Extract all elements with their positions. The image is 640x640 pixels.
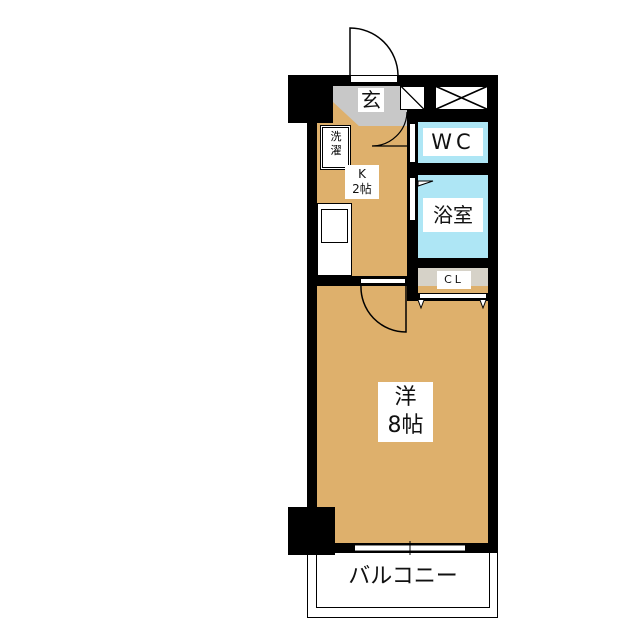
kitchen-label-line2: 2帖 bbox=[352, 182, 372, 196]
kitchen-label: K 2帖 bbox=[345, 165, 379, 199]
balcony-label: バルコニー bbox=[348, 564, 458, 589]
entrance-door-opening bbox=[350, 75, 398, 83]
western-room-label: 洋 8帖 bbox=[378, 382, 433, 442]
kitchen-sink bbox=[321, 209, 348, 243]
bath-label: 浴室 bbox=[423, 198, 483, 232]
wall-wc-bath bbox=[407, 163, 497, 175]
balcony-inner bbox=[316, 553, 490, 608]
laundry-label-line1: 洗 bbox=[330, 130, 342, 143]
western-room-label-line2: 8帖 bbox=[387, 413, 424, 438]
pipe-space bbox=[435, 86, 488, 110]
shoe-cabinet bbox=[400, 86, 425, 110]
wall-kitchen-room bbox=[307, 276, 407, 286]
wall-wet-top bbox=[407, 110, 497, 122]
pillar-bottom-left bbox=[288, 507, 335, 555]
wall-right bbox=[488, 75, 498, 553]
balcony bbox=[307, 553, 498, 618]
wc-label: WC bbox=[423, 128, 483, 156]
room-door-opening bbox=[360, 278, 406, 284]
genkan-label: 玄 bbox=[358, 88, 384, 112]
washer-space bbox=[320, 125, 351, 170]
laundry-label: 洗 濯 bbox=[326, 130, 346, 158]
bath-door bbox=[410, 178, 415, 220]
wall-bath-cl bbox=[407, 258, 497, 268]
wc-door bbox=[410, 124, 415, 162]
closet-door bbox=[420, 294, 486, 298]
kitchen-counter bbox=[317, 203, 352, 276]
laundry-label-line2: 濯 bbox=[330, 144, 342, 157]
western-room-label-line1: 洋 bbox=[394, 385, 417, 410]
kitchen-label-line1: K bbox=[358, 167, 366, 181]
wall-storage bbox=[425, 86, 435, 110]
wall-left bbox=[307, 86, 317, 551]
closet-label: CL bbox=[437, 271, 471, 289]
